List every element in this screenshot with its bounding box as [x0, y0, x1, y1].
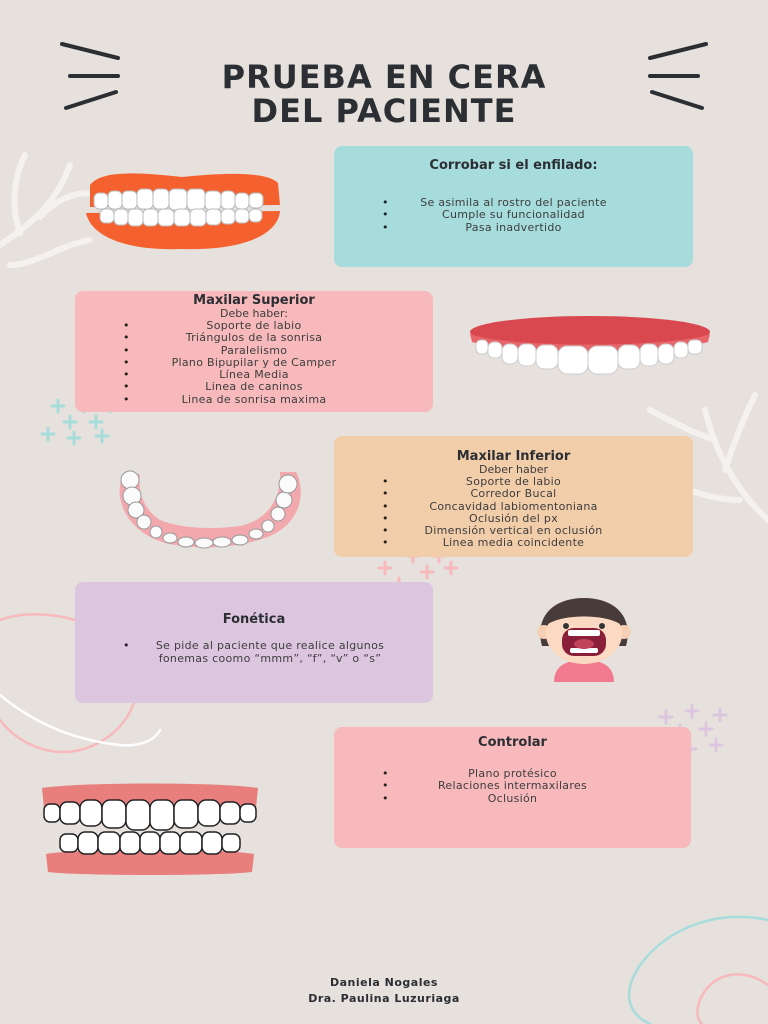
card-subheading: Debe haber:	[220, 307, 288, 320]
list-item: Soporte de labio	[334, 475, 693, 488]
list-item: Línea Media	[75, 368, 433, 381]
list-item: Se pide al paciente que realice algunos …	[75, 639, 433, 665]
dentures-icon	[86, 173, 280, 250]
list-item: Triángulos de la sonrisa	[75, 331, 433, 344]
card-heading: Maxilar Superior	[193, 293, 315, 308]
credits: Daniela Nogales Dra. Paulina Luzuriaga	[0, 975, 768, 1007]
deco-lines-icon	[628, 915, 768, 1024]
bullet-list: Se pide al paciente que realice algunos …	[75, 639, 433, 665]
card-heading: Maxilar Inferior	[456, 449, 571, 464]
list-item: Soporte de labio	[75, 319, 433, 332]
list-item: Se asimila al rostro del paciente	[334, 196, 693, 209]
upper-teeth-icon	[470, 316, 710, 375]
card-heading: Corrobar si el enfilado:	[429, 158, 598, 173]
deco-lines-icon	[648, 42, 708, 110]
list-item: Pasa inadvertido	[334, 221, 693, 234]
card-maxilar-superior: Maxilar Superior Debe haber: Soporte de …	[75, 291, 433, 412]
leaf-icon	[0, 152, 98, 268]
card-subheading: Deber haber	[479, 463, 548, 476]
bullet-list: Soporte de labio Corredor Bucal Concavid…	[334, 475, 693, 550]
title-line-2: DEL PACIENTE	[251, 92, 517, 130]
bullet-list: Plano protésico Relaciones intermaxilare…	[334, 767, 691, 805]
deco-lines-icon	[0, 613, 162, 754]
card-enfilado: Corrobar si el enfilado: Se asimila al r…	[334, 146, 693, 267]
title-line-1: PRUEBA EN CERA	[221, 58, 547, 96]
list-item: Oclusión	[334, 792, 691, 805]
author-name: Daniela Nogales	[330, 976, 438, 989]
card-fonetica: Fonética Se pide al paciente que realice…	[75, 582, 433, 703]
advisor-name: Dra. Paulina Luzuriaga	[308, 992, 460, 1005]
list-item: Relaciones intermaxilares	[334, 779, 691, 792]
bullet-list: Soporte de labio Triángulos de la sonris…	[75, 319, 433, 406]
girl-open-mouth-icon	[537, 598, 631, 682]
list-item: Linea de caninos	[75, 381, 433, 394]
list-item: Oclusión del px	[334, 512, 693, 525]
deco-lines-icon	[60, 42, 120, 110]
card-controlar: Controlar Plano protésico Relaciones int…	[334, 727, 691, 848]
card-heading: Fonética	[222, 612, 286, 627]
lower-arch-icon	[119, 470, 301, 549]
list-item: Dimensión vertical en oclusión	[334, 524, 693, 537]
card-heading: Controlar	[478, 735, 547, 750]
list-item: Paralelismo	[75, 344, 433, 357]
bullet-list: Se asimila al rostro del paciente Cumple…	[334, 196, 693, 234]
list-item: Plano Bipupilar y de Camper	[75, 356, 433, 369]
card-maxilar-inferior: Maxilar Inferior Deber haber Soporte de …	[334, 436, 693, 557]
list-item: Linea de sonrisa maxima	[75, 393, 433, 406]
list-item: Corredor Bucal	[334, 487, 693, 500]
list-item: Cumple su funcionalidad	[334, 208, 693, 221]
full-denture-icon	[42, 783, 258, 875]
page-title: PRUEBA EN CERA DEL PACIENTE	[0, 60, 768, 128]
list-item: Concavidad labiomentoniana	[334, 500, 693, 513]
list-item: Linea media coincidente	[334, 537, 693, 550]
list-item: Plano protésico	[334, 767, 691, 780]
